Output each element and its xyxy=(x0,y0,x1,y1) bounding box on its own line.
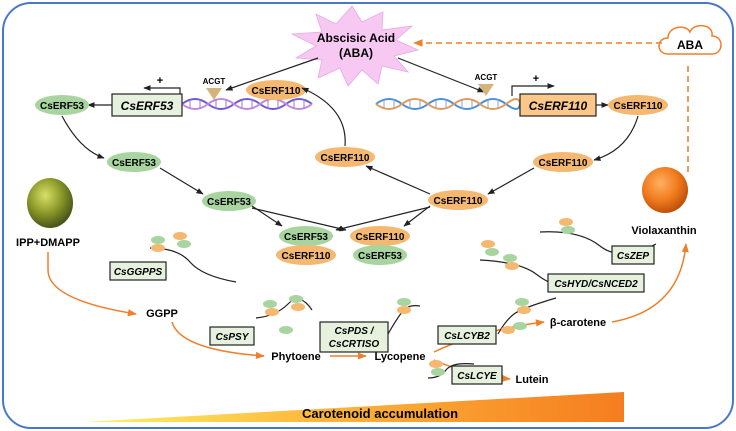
protein-erf110-right-mid: CsERF110 xyxy=(533,152,593,172)
metabolite-phytoene: Phytoene xyxy=(271,351,321,363)
beta-carotene-to-violaxanthin-arrow xyxy=(611,243,689,323)
protein-label: CsERF53 xyxy=(284,232,328,243)
protein-label: CsERF110 xyxy=(434,196,483,207)
heterodimer-right: CsERF110 CsERF53 xyxy=(350,226,410,265)
aba-cloud: ABA xyxy=(658,24,722,55)
protein-label: CsERF110 xyxy=(321,153,370,164)
erf53-transcription-arrow xyxy=(143,85,181,96)
protein-erf110-top: CsERF110 xyxy=(608,95,668,115)
erf53-to-left-dimer xyxy=(251,205,283,227)
gene-label-lcye: CsLCYE xyxy=(457,371,497,382)
protein-label: CsERF110 xyxy=(356,232,405,243)
acgt-label-left: ACGT xyxy=(203,77,226,86)
erf110-to-right-dimer xyxy=(403,205,431,227)
hormone-name: Abscisic Acid xyxy=(317,31,395,45)
protein-label: CsERF53 xyxy=(207,197,251,208)
gene-label-erf53: CsERF53 xyxy=(121,99,174,113)
erf53-to-right-dimer xyxy=(251,207,347,232)
aba-burst: Abscisic Acid (ABA) xyxy=(290,5,420,87)
aba-to-erf110-arrow xyxy=(397,57,485,93)
protein-label: CsERF53 xyxy=(112,158,156,169)
metabolite-beta-carotene: β-carotene xyxy=(550,317,606,329)
gene-label-lcyb2: CsLCYB2 xyxy=(444,331,490,342)
accumulation-label: Carotenoid accumulation xyxy=(302,406,458,421)
acgt-label-right: ACGT xyxy=(475,73,498,82)
protein-erf110-bound: CsERF110 xyxy=(246,80,306,100)
target-gene-pds: CsPDS / CsCRTISO xyxy=(319,298,421,353)
erf53-nuclear-arrow xyxy=(61,115,105,159)
protein-label: CsERF110 xyxy=(252,86,301,97)
protein-erf53-top: CsERF53 xyxy=(35,95,89,115)
green-fruit-image xyxy=(27,178,73,228)
aba-cloud-label: ABA xyxy=(677,38,703,52)
gene-label-psy: CsPSY xyxy=(216,332,250,343)
erf110-to-left-dimer xyxy=(335,206,431,232)
protein-label: CsERF110 xyxy=(614,101,663,112)
gene-label-pds: CsPDS / xyxy=(335,326,375,337)
protein-label: CsERF53 xyxy=(40,101,84,112)
erf110-transcription-arrow xyxy=(511,83,555,96)
protein-label: CsERF110 xyxy=(539,158,588,169)
ipp-to-ggpp-arrow xyxy=(47,252,137,317)
protein-label: CsERF53 xyxy=(358,251,402,262)
hormone-abbrev: (ABA) xyxy=(339,46,373,60)
aba-to-erf53-arrow xyxy=(225,57,319,91)
metabolite-lycopene: Lycopene xyxy=(375,351,426,363)
heterodimer-left: CsERF53 CsERF110 xyxy=(276,226,336,265)
acgt-motif-left: ACGT xyxy=(203,77,226,100)
target-gene-zep: CsZEP xyxy=(539,218,657,265)
erf53-dimer-arrow-1 xyxy=(159,167,204,195)
protein-erf110-center: CsERF110 xyxy=(315,147,375,167)
metabolite-ggpp: GGPP xyxy=(146,308,178,320)
carotenoid-accumulation-bar: Carotenoid accumulation xyxy=(84,392,624,422)
protein-erf53-mid: CsERF53 xyxy=(107,152,161,172)
ggpp-to-phytoene-arrow xyxy=(171,321,265,360)
target-gene-lcye: CsLCYE xyxy=(427,360,503,385)
protein-erf110-lower: CsERF110 xyxy=(428,190,488,210)
gene-label-crtiso: CsCRTISO xyxy=(329,339,380,350)
gene-box-erf110: CsERF110 xyxy=(519,93,597,117)
erf110-binds-erf53-promoter xyxy=(301,87,346,147)
acgt-motif-right: ACGT xyxy=(475,73,498,96)
target-gene-hyd: CsHYD/CsNCED2 xyxy=(479,240,645,293)
gene-label-ggpps: CsGGPPS xyxy=(114,267,163,278)
target-gene-lcyb2: CsLCYB2 xyxy=(437,297,557,345)
dna-helix-right xyxy=(375,98,521,110)
dna-helix-left xyxy=(181,98,313,110)
metabolite-ipp: IPP+DMAPP xyxy=(16,237,80,249)
orange-fruit-image xyxy=(642,167,688,213)
metabolite-lutein: Lutein xyxy=(516,374,549,386)
target-gene-ggpps: CsGGPPS xyxy=(109,232,237,283)
erf110-activation-sign: + xyxy=(533,73,539,85)
erf110-nuclear-arrow xyxy=(593,115,639,161)
gene-box-erf53: CsERF53 xyxy=(111,93,183,117)
metabolite-violaxanthin: Violaxanthin xyxy=(631,225,696,237)
erf53-activation-sign: + xyxy=(157,75,163,87)
target-gene-psy: CsPSY xyxy=(209,295,313,346)
gene-label-hyd: CsHYD/CsNCED2 xyxy=(554,279,638,290)
gene-label-erf110: CsERF110 xyxy=(529,99,588,113)
erf110-dimer-arrow-1 xyxy=(487,167,535,195)
gene-label-zep: CsZEP xyxy=(617,251,650,262)
protein-label: CsERF110 xyxy=(282,251,331,262)
protein-erf53-lower: CsERF53 xyxy=(202,191,256,211)
erf110-to-center-arrow xyxy=(365,165,431,195)
